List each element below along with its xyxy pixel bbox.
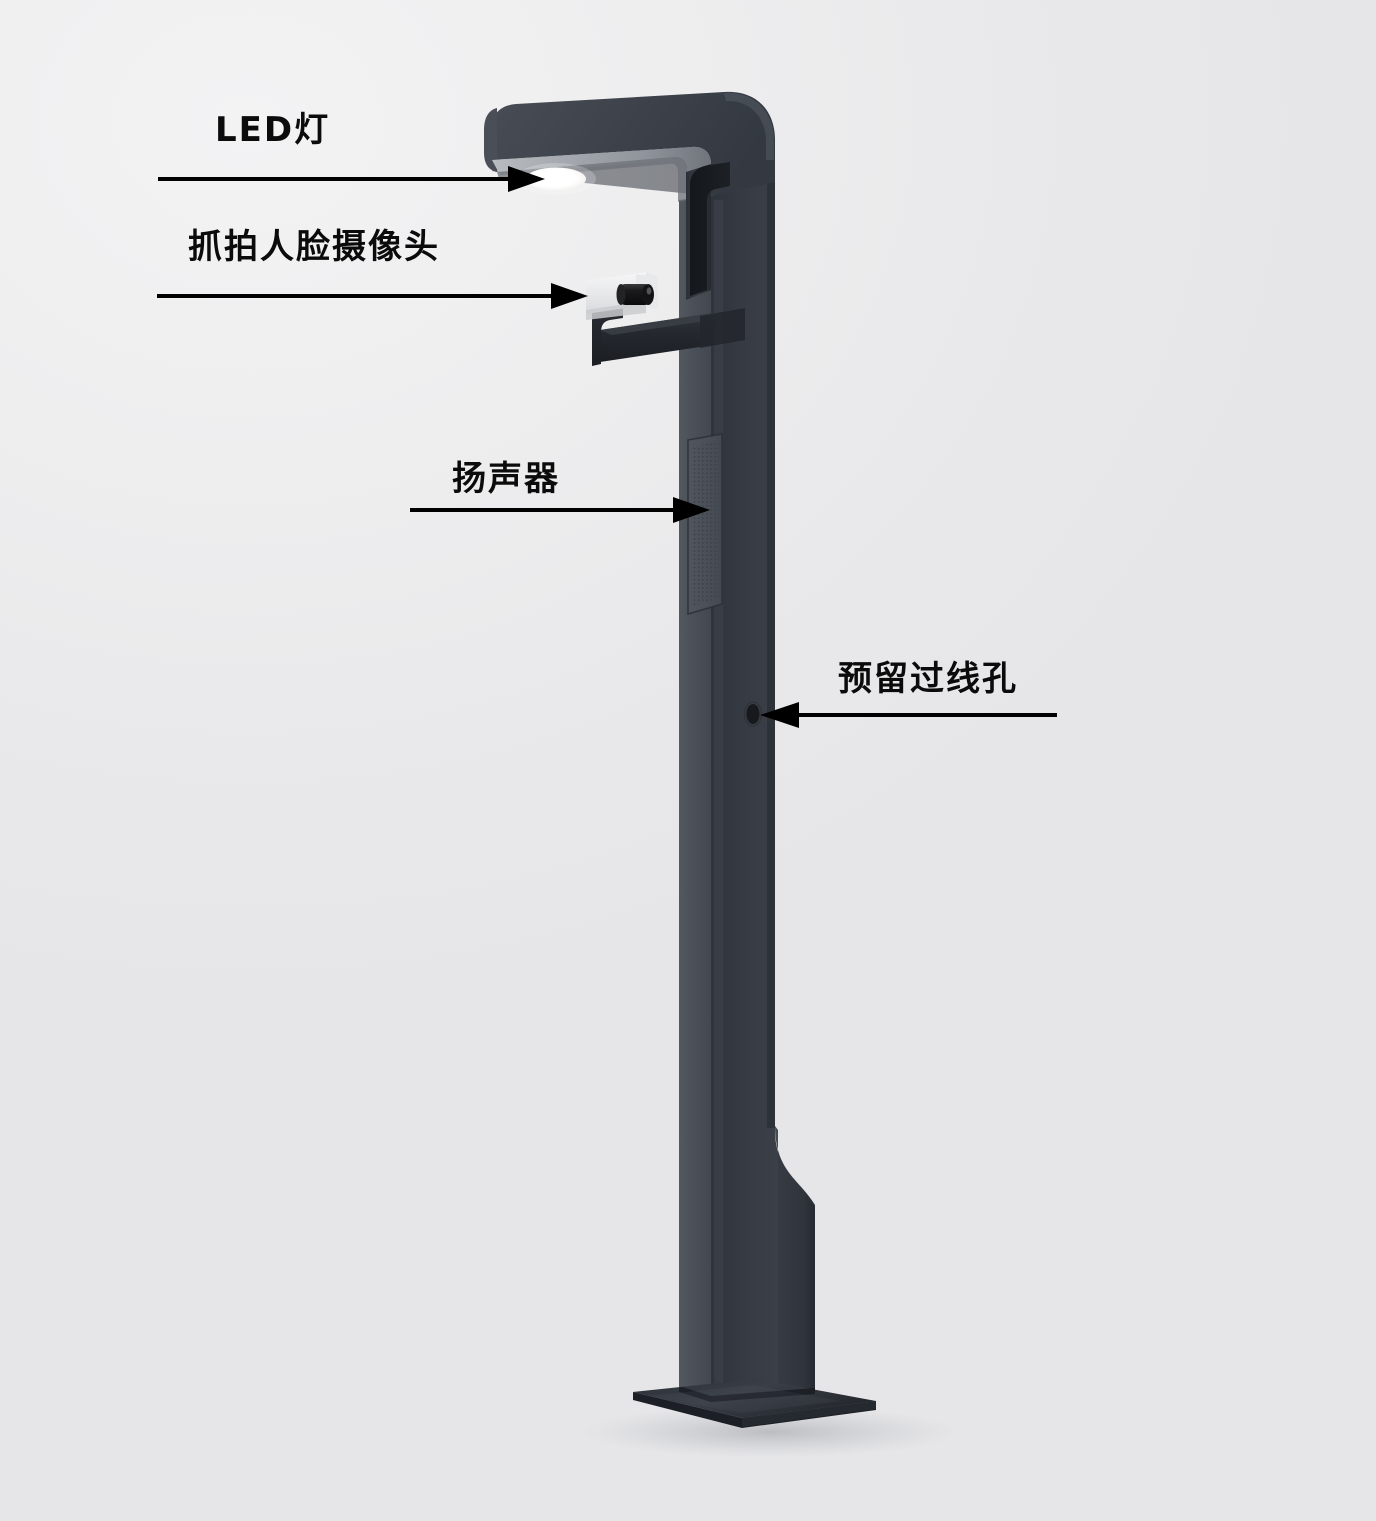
pole-specular-highlight — [714, 200, 723, 1390]
speaker-grille-perforations — [691, 441, 719, 607]
camera-lens-front-ring — [616, 284, 626, 305]
pole-front-face — [711, 178, 815, 1398]
ground-shadow — [580, 1406, 960, 1458]
annotation-label-speaker: 扬声器 — [452, 459, 560, 499]
camera-arm-horizontal-top — [600, 313, 725, 335]
lamp-head-inner-recess — [690, 162, 730, 296]
lamp-head-corner-gloss — [724, 92, 774, 160]
led-lamp-glow — [516, 163, 596, 195]
pole-left-face — [679, 196, 711, 1398]
camera-lens-reflection — [646, 287, 652, 295]
camera-lens-glass — [642, 284, 654, 305]
camera-arm-pole-mount — [700, 308, 745, 348]
pole-base-flare — [775, 1126, 815, 1393]
lamp-head-top — [492, 91, 775, 196]
camera-lens-barrel — [620, 284, 650, 305]
base-plate-front-bevel — [742, 1401, 876, 1427]
annotation-label-face-capture-camera: 抓拍人脸摄像头 — [188, 227, 440, 267]
annotation-label-led-light: LED灯 — [215, 110, 331, 150]
camera-arm-horizontal — [600, 313, 713, 362]
base-weld-seam — [679, 1386, 815, 1402]
pole-edge-shade — [767, 182, 775, 1128]
camera-housing-bottom — [586, 301, 646, 320]
annotation-label-reserved-cable-hole: 预留过线孔 — [838, 659, 1018, 699]
lamp-head-end-cap — [484, 108, 497, 172]
base-reflection — [648, 1385, 840, 1413]
speaker-grille-outline — [687, 433, 723, 616]
cable-hole — [746, 704, 760, 724]
